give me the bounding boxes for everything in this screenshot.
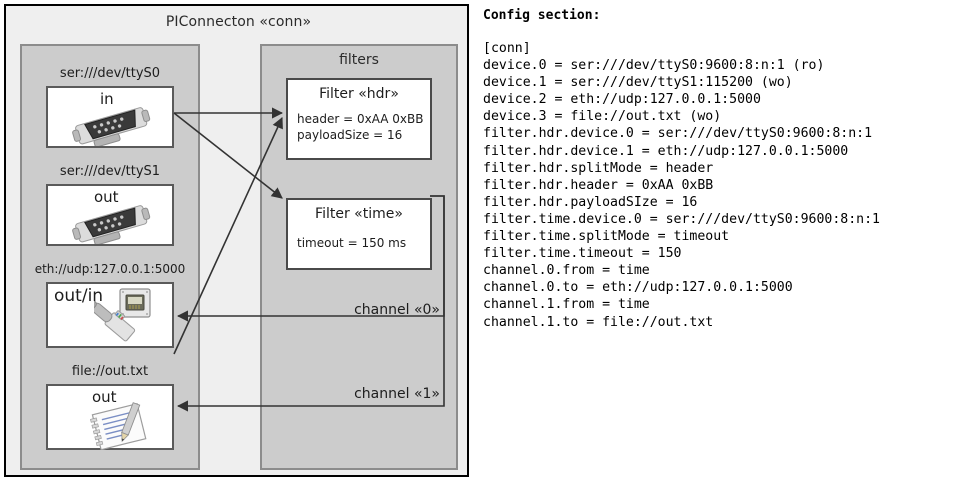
- config-line: device.0 = ser:///dev/ttyS0:9600:8:n:1 (…: [483, 58, 825, 74]
- device-direction-label-3: out: [92, 388, 117, 406]
- config-line: filter.hdr.splitMode = header: [483, 160, 714, 176]
- filter-hdr-prop-1: payloadSize = 16: [297, 128, 403, 142]
- config-line: channel.1.from = time: [483, 297, 650, 313]
- device-node-ttys0[interactable]: in: [46, 86, 174, 148]
- device-caption-file: file://out.txt: [71, 364, 149, 379]
- config-line: channel.1.to = file://out.txt: [483, 314, 714, 330]
- diagram-frame: PIConnecton «conn» ser:///dev/ttyS0 in: [4, 4, 469, 477]
- config-line: device.2 = eth://udp:127.0.0.1:5000: [483, 92, 761, 108]
- config-line: filter.hdr.payloadSIze = 16: [483, 194, 698, 210]
- filter-box-time[interactable]: Filter «time» timeout = 150 ms: [286, 198, 432, 270]
- filters-panel: filters Filter «hdr» header = 0xAA 0xBB …: [260, 44, 458, 470]
- device-direction-label-2: out/in: [54, 286, 104, 306]
- device-direction-label-0: in: [100, 90, 114, 108]
- channel-label-1: channel «1»: [354, 386, 440, 402]
- serial-port-icon: [64, 104, 160, 148]
- diagram-title: PIConnecton «conn»: [165, 14, 312, 30]
- text-file-icon: [82, 402, 162, 451]
- config-line: filter.hdr.header = 0xAA 0xBB: [483, 177, 714, 193]
- config-line: channel.0.to = eth://udp:127.0.0.1:5000: [483, 280, 793, 296]
- device-direction-label-1: out: [94, 188, 119, 206]
- filter-box-hdr[interactable]: Filter «hdr» header = 0xAA 0xBB payloadS…: [286, 78, 432, 160]
- config-pane: Config section: [conn] device.0 = ser:///…: [481, 0, 964, 484]
- network-plug-icon: [83, 286, 174, 348]
- device-caption-ttys0: ser:///dev/ttyS0: [59, 66, 161, 81]
- filter-hdr-prop-0: header = 0xAA 0xBB: [297, 112, 424, 126]
- filter-time-prop-0: timeout = 150 ms: [297, 236, 407, 250]
- filter-hdr-title: Filter «hdr»: [319, 86, 399, 102]
- device-node-file[interactable]: out: [46, 384, 174, 451]
- device-node-eth[interactable]: out/in: [46, 282, 174, 348]
- config-line: filter.hdr.device.0 = ser:///dev/ttyS0:9…: [483, 126, 873, 142]
- config-line: filter.time.device.0 = ser:///dev/ttyS0:…: [483, 211, 880, 227]
- config-line: device.1 = ser:///dev/ttyS1:115200 (wo): [483, 75, 793, 91]
- device-node-ttys1[interactable]: out: [46, 184, 174, 246]
- config-line: device.3 = file://out.txt (wo): [483, 109, 722, 125]
- config-line: filter.hdr.device.1 = eth://udp:127.0.0.…: [483, 143, 849, 159]
- config-line: channel.0.from = time: [483, 263, 650, 279]
- config-line: filter.time.splitMode = timeout: [483, 229, 730, 245]
- config-text: [conn] device.0 = ser:///dev/ttyS0:9600:8…: [483, 40, 880, 331]
- device-caption-ttys1: ser:///dev/ttyS1: [59, 164, 161, 179]
- serial-port-icon: [64, 202, 160, 246]
- config-line: filter.time.timeout = 150: [483, 246, 682, 262]
- config-line: [conn]: [483, 41, 531, 56]
- device-caption-eth: eth://udp:127.0.0.1:5000: [34, 262, 186, 276]
- devices-panel: ser:///dev/ttyS0 in: [20, 44, 200, 470]
- filter-time-title: Filter «time»: [315, 206, 403, 222]
- channel-label-0: channel «0»: [354, 302, 440, 318]
- config-heading: Config section:: [483, 8, 601, 23]
- filters-panel-title: filters: [339, 52, 379, 68]
